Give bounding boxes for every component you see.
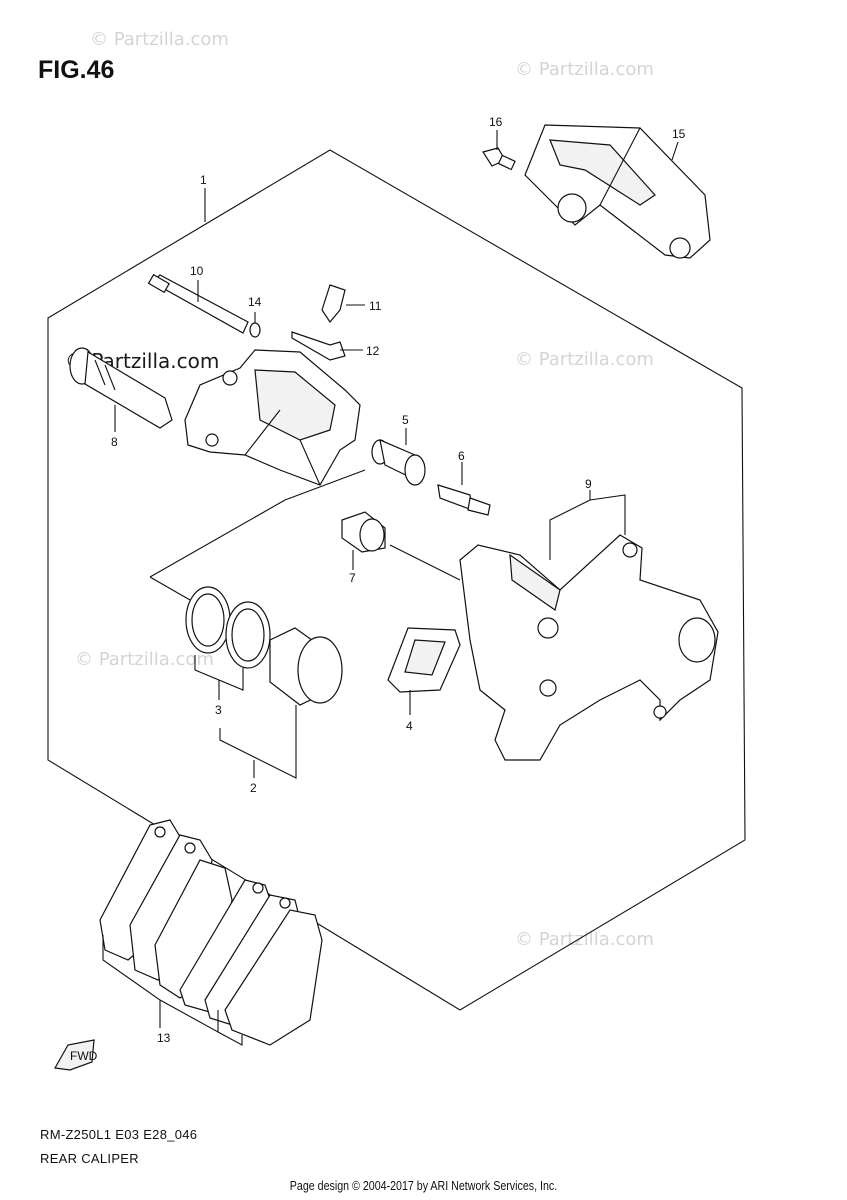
part-2-piston xyxy=(269,627,343,706)
callout-15: 15 xyxy=(672,127,686,141)
diagram-name: REAR CALIPER xyxy=(40,1151,139,1166)
watermark-4: © Partzilla.com xyxy=(75,649,214,670)
callout-6: 6 xyxy=(458,449,465,463)
diagram-code: RM-Z250L1 E03 E28_046 xyxy=(40,1127,198,1142)
copyright-notice: Page design © 2004-2017 by ARI Network S… xyxy=(289,1178,558,1193)
fwd-arrow: FWD xyxy=(54,1039,98,1071)
callout-3: 3 xyxy=(215,703,222,717)
callout-12: 12 xyxy=(366,344,380,358)
watermark-1: © Partzilla.com xyxy=(90,29,229,50)
callout-8: 8 xyxy=(111,435,118,449)
callout-11: 11 xyxy=(369,299,382,313)
figure-title: FIG.46 xyxy=(38,56,115,84)
watermark-6: © Partzilla.com xyxy=(515,929,654,950)
callout-5: 5 xyxy=(402,413,409,427)
callout-2: 2 xyxy=(250,781,257,795)
callout-1: 1 xyxy=(200,173,207,187)
fwd-label: FWD xyxy=(70,1049,98,1063)
watermark-3: © Partzilla.com xyxy=(515,349,654,370)
part-6-pin xyxy=(437,484,491,516)
callout-labels: 1 2 3 4 5 6 7 8 9 10 11 12 13 14 15 16 xyxy=(111,115,686,1045)
callout-7: 7 xyxy=(349,571,356,585)
watermark-2: © Partzilla.com xyxy=(515,59,654,80)
part-4-spring xyxy=(387,627,461,693)
part-9-bracket xyxy=(459,534,719,761)
part-14-oring xyxy=(249,322,261,338)
part-7-boot xyxy=(341,511,386,553)
part-8-pin xyxy=(69,347,173,429)
assembly-outline xyxy=(47,149,746,1011)
part-10-pin xyxy=(147,273,249,334)
leader-lines xyxy=(102,130,679,1046)
callout-13: 13 xyxy=(157,1031,171,1045)
part-11-bleeder xyxy=(321,284,346,324)
caliper-body xyxy=(184,349,361,486)
callout-4: 4 xyxy=(406,719,413,733)
part-15-bracket xyxy=(524,124,711,259)
part-3-seals xyxy=(185,586,271,669)
part-13-brake-pads xyxy=(99,819,323,1046)
part-5-sleeve xyxy=(371,438,426,486)
part-16-bolt xyxy=(482,147,516,171)
part-12-cap xyxy=(291,331,346,361)
callout-10: 10 xyxy=(190,264,204,278)
callout-16: 16 xyxy=(489,115,503,129)
callout-9: 9 xyxy=(585,477,592,491)
callout-14: 14 xyxy=(248,295,262,309)
